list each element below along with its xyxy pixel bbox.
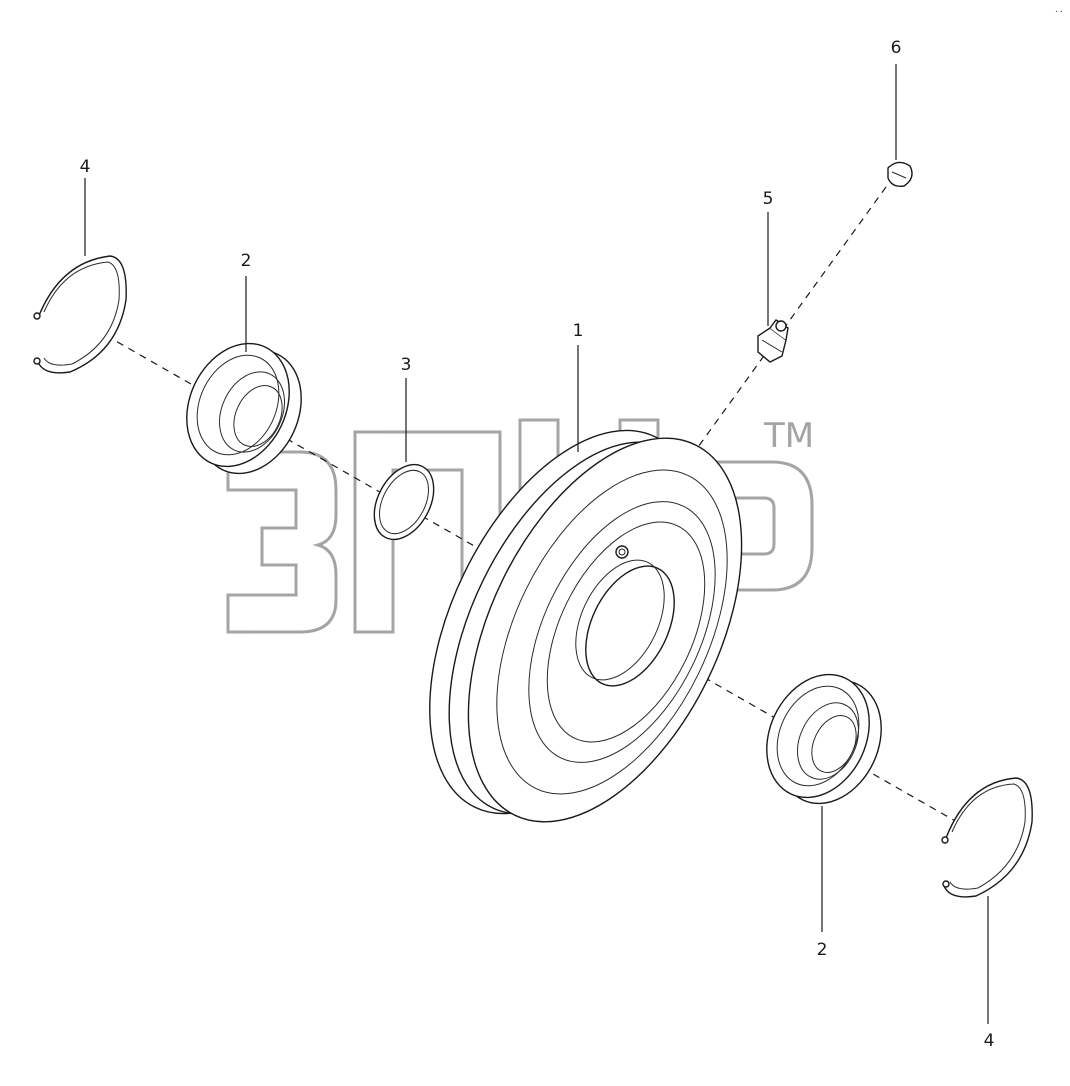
callout-1: 1 xyxy=(573,321,584,341)
spacer-ring xyxy=(373,463,435,541)
callout-5: 5 xyxy=(763,189,774,209)
bearing-lower xyxy=(766,673,882,805)
callout-3: 3 xyxy=(401,355,412,375)
callout-2-lower: 2 xyxy=(817,940,828,960)
grease-nipple xyxy=(757,319,789,363)
callout-4-upper: 4 xyxy=(80,157,91,177)
bearing-upper xyxy=(186,342,302,475)
retaining-ring-left xyxy=(33,255,127,374)
pulley-sheave xyxy=(429,429,743,823)
callout-4-lower: 4 xyxy=(984,1031,995,1051)
trademark-symbol: TM xyxy=(763,416,814,456)
corner-mark: .. xyxy=(1054,5,1064,14)
callout-2-upper: 2 xyxy=(241,251,252,271)
callout-6: 6 xyxy=(891,38,902,58)
retaining-ring-right xyxy=(941,777,1033,898)
grease-cap xyxy=(887,161,913,188)
